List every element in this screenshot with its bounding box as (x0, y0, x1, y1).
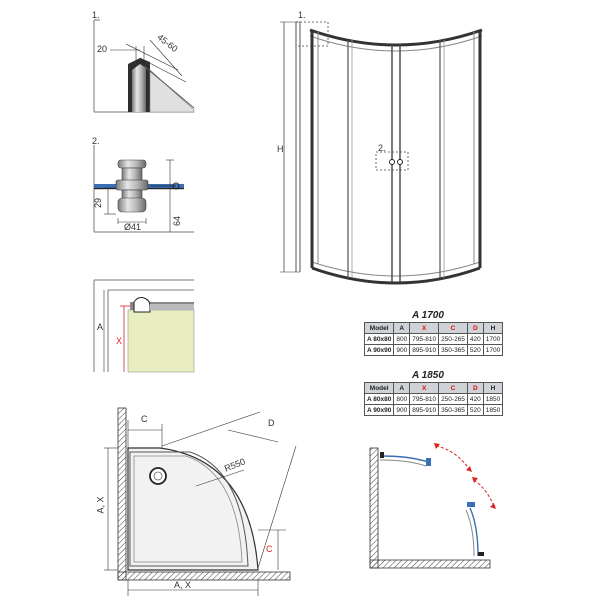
table-row: A 90x90 900 895-910 350-365 520 1700 (363, 344, 504, 356)
detail-1-number: 1. (92, 10, 100, 20)
cell: 895-910 (409, 404, 440, 416)
header-d: D (466, 322, 484, 334)
table-row: A 90x90 900 895-910 350-365 520 1850 (363, 404, 504, 416)
header-h: H (482, 322, 504, 334)
header-c: C (438, 382, 468, 394)
cell: 1700 (482, 344, 504, 356)
front-view (280, 21, 483, 285)
cell: 900 (393, 404, 411, 416)
table-header-row: Model A X C D H (363, 382, 504, 394)
detail-3-dim-x: X (116, 336, 123, 346)
header-h: H (482, 382, 504, 394)
detail-3-dims (103, 290, 130, 372)
detail-2-dim-diameter: Ø41 (124, 222, 142, 232)
table-row: A 80x80 800 795-810 250-265 420 1700 (363, 333, 504, 345)
detail-2-dim-total: 64 (172, 215, 183, 227)
plan-dim-d: D (268, 418, 275, 428)
front-callout-2: 2. (378, 143, 386, 153)
detail-3-dim-a: A (97, 322, 104, 332)
detail-3-frame (93, 279, 194, 372)
cell: A 80x80 (363, 333, 395, 345)
detail-1-dims (110, 39, 187, 83)
cell: 520 (466, 344, 484, 356)
detail-2-number: 2. (92, 136, 100, 146)
plan-dim-c-top: C (141, 414, 148, 424)
table-a1850: Model A X C D H A 80x80 800 795-810 250-… (363, 382, 504, 416)
header-x: X (409, 382, 440, 394)
header-model: Model (363, 382, 395, 394)
detail-2-roller (94, 159, 184, 213)
plan-dim-ax-left: A, X (95, 496, 106, 514)
cell: 420 (466, 333, 484, 345)
cell: A 90x90 (363, 404, 395, 416)
header-c: C (438, 322, 468, 334)
table-row: A 80x80 800 795-810 250-265 420 1850 (363, 393, 504, 405)
front-dim-h: H (277, 144, 284, 154)
cell: 800 (393, 333, 411, 345)
detail-1-profile (128, 58, 195, 113)
cell: A 90x90 (363, 344, 395, 356)
table-header-row: Model A X C D H (363, 322, 504, 334)
cell: 895-910 (409, 344, 440, 356)
table-a1700: Model A X C D H A 80x80 800 795-810 250-… (363, 322, 504, 356)
detail-2-dim-height: 29 (93, 197, 104, 209)
cell: 1700 (482, 333, 504, 345)
cell: 1850 (482, 404, 504, 416)
plan-dim-ax-bottom: A, X (174, 580, 192, 590)
header-a: A (393, 322, 411, 334)
cell: 350-365 (438, 404, 468, 416)
cell: 795-810 (409, 393, 440, 405)
plan-view (104, 407, 297, 596)
table-a1700-title: A 1700 (412, 310, 444, 321)
cell: 520 (466, 404, 484, 416)
detail-2-dims (104, 159, 174, 232)
cell: 1850 (482, 393, 504, 405)
cell: 250-265 (438, 333, 468, 345)
table-a1850-title: A 1850 (412, 370, 444, 381)
cell: 350-365 (438, 344, 468, 356)
cell: 800 (393, 393, 411, 405)
door-opening-diagram (369, 443, 496, 569)
detail-3-tray (127, 297, 195, 373)
cell: 250-265 (438, 393, 468, 405)
cell: 900 (393, 344, 411, 356)
header-a: A (393, 382, 411, 394)
cell: A 80x80 (363, 393, 395, 405)
header-x: X (409, 322, 440, 334)
detail-1-dim-a: 20 (97, 44, 108, 54)
plan-dim-c-right: C (266, 544, 273, 554)
cell: 420 (466, 393, 484, 405)
cell: 795-810 (409, 333, 440, 345)
header-model: Model (363, 322, 395, 334)
front-callout-1: 1. (298, 10, 306, 20)
header-d: D (466, 382, 484, 394)
